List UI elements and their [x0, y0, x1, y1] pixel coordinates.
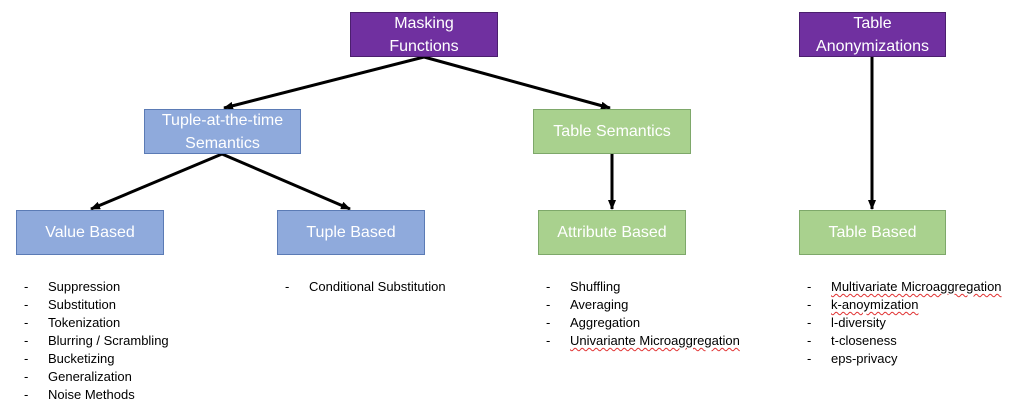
list-item: Bucketizing	[24, 350, 169, 368]
edge-tuple-semantics-to-value-based	[90, 152, 223, 211]
list-item: Suppression	[24, 278, 169, 296]
table-anonymizations-line2: Anonymizations	[816, 37, 929, 55]
value-based-label: Value Based	[45, 224, 135, 241]
list-item-text: Univariante Microaggregation	[570, 333, 740, 348]
attribute-based-label: Attribute Based	[557, 224, 667, 241]
list-item: eps-privacy	[807, 350, 1002, 368]
masking-functions-node: Masking Functions	[350, 12, 498, 57]
list-item: Noise Methods	[24, 386, 169, 404]
value-based-node: Value Based	[16, 210, 164, 255]
list-item: Conditional Substitution	[285, 278, 446, 296]
table-anonymizations-line1: Table	[853, 14, 892, 32]
tuple-semantics-line1: Tuple-at-the-time	[161, 111, 284, 129]
table-semantics-label: Table Semantics	[553, 123, 671, 140]
list-item: k-anoymization	[807, 296, 1002, 314]
edge-masking-to-tuple-semantics	[223, 55, 425, 110]
list-item: l-diversity	[807, 314, 1002, 332]
tuple-based-label: Tuple Based	[306, 224, 396, 241]
list-item: Aggregation	[546, 314, 740, 332]
table-based-node: Table Based	[799, 210, 946, 255]
table-based-label: Table Based	[828, 224, 917, 241]
list-item: Multivariate Microaggregation	[807, 278, 1002, 296]
list-item: Blurring / Scrambling	[24, 332, 169, 350]
table-semantics-node: Table Semantics	[533, 109, 691, 154]
edge-tuple-semantics-to-tuple-based	[221, 152, 351, 211]
value-based-methods-list: Suppression Substitution Tokenization Bl…	[24, 278, 169, 404]
list-item: t-closeness	[807, 332, 1002, 350]
list-item-text: Multivariate Microaggregation	[831, 279, 1002, 294]
tuple-based-methods-list: Conditional Substitution	[285, 278, 446, 296]
masking-functions-line2: Functions	[389, 37, 459, 55]
attribute-based-node: Attribute Based	[538, 210, 686, 255]
list-item: Averaging	[546, 296, 740, 314]
list-item-text: k-anoymization	[831, 297, 919, 312]
list-item: Univariante Microaggregation	[546, 332, 740, 350]
tuple-at-the-time-semantics-node: Tuple-at-the-time Semantics	[144, 109, 301, 154]
list-item: Generalization	[24, 368, 169, 386]
list-item: Shuffling	[546, 278, 740, 296]
tuple-based-node: Tuple Based	[277, 210, 425, 255]
attribute-based-methods-list: Shuffling Averaging Aggregation Univaria…	[546, 278, 740, 350]
table-based-methods-list: Multivariate Microaggregation k-anoymiza…	[807, 278, 1002, 368]
table-anonymizations-node: Table Anonymizations	[799, 12, 946, 57]
tuple-semantics-line2: Semantics	[185, 134, 260, 152]
masking-functions-line1: Masking	[394, 14, 454, 32]
list-item: Substitution	[24, 296, 169, 314]
list-item: Tokenization	[24, 314, 169, 332]
edge-masking-to-table-semantics	[423, 55, 611, 110]
